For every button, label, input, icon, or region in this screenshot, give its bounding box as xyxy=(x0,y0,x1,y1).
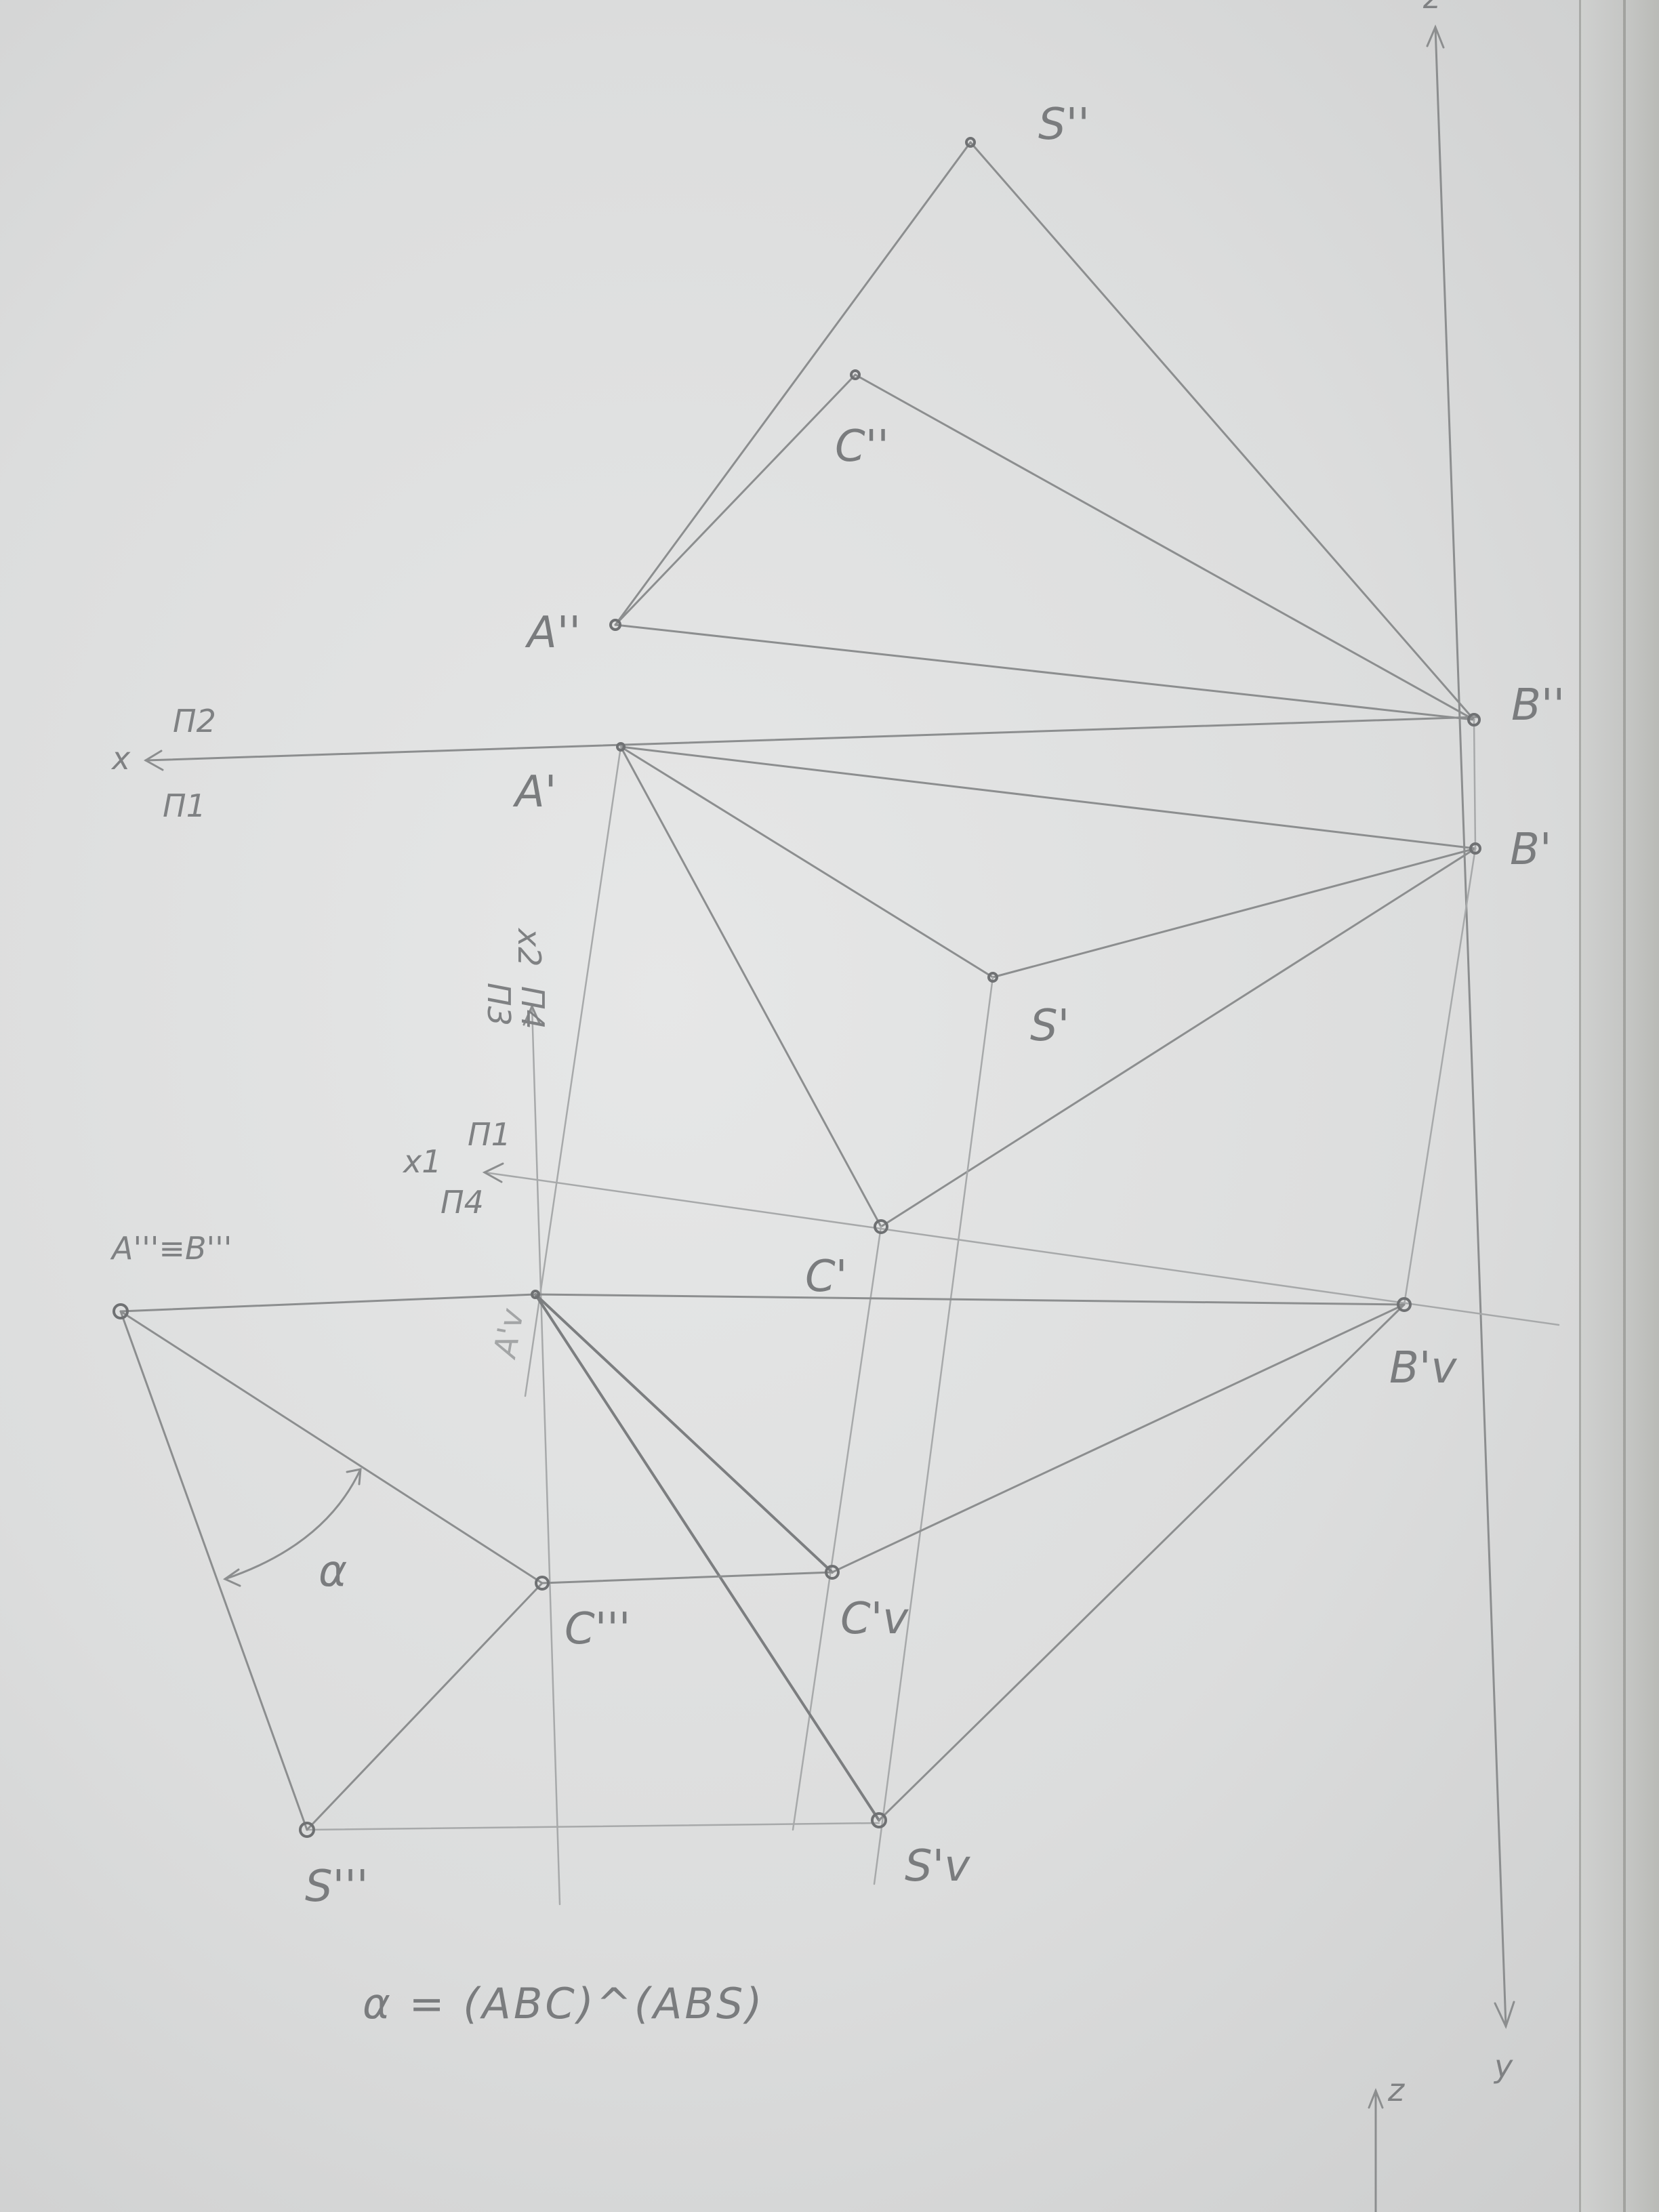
edge-S2-B2 xyxy=(969,141,1475,721)
edge-A1-S1 xyxy=(619,745,994,979)
point-A1 xyxy=(616,742,626,752)
projection-connectors xyxy=(306,718,1477,1885)
connector-B2-B1 xyxy=(1473,718,1477,850)
frontal-projection xyxy=(614,141,1475,721)
point-markers xyxy=(112,137,1481,1838)
edge-C3-C4 xyxy=(541,1571,834,1584)
edge-C3-S3 xyxy=(306,1582,544,1831)
edge-C2-B2 xyxy=(854,373,1475,721)
label-pi1-mid: Π1 xyxy=(468,1116,511,1153)
x2-arrowhead xyxy=(523,1004,541,1026)
edge-C1-B1 xyxy=(880,847,1477,1228)
label-B4: B'v xyxy=(1389,1343,1458,1393)
angle-formula: α = (ABC)^(ABS) xyxy=(363,1979,764,2028)
label-C3: C''' xyxy=(565,1604,630,1654)
connector-A1-A4 xyxy=(524,745,622,1397)
x1-arrowhead xyxy=(482,1162,504,1183)
point-A2 xyxy=(609,619,621,631)
x1-axis-line xyxy=(483,1171,1560,1326)
point-C1 xyxy=(874,1219,888,1234)
edge-C4-B4 xyxy=(831,1303,1406,1574)
y-arrowhead xyxy=(1494,2001,1515,2030)
connector-S3-S4 xyxy=(306,1822,880,1831)
edge-AB3-S3 xyxy=(119,1310,308,1831)
axis-labels: x Π2 Π1 x2 Π3 Π4 x1 Π1 Π4 z y z xyxy=(110,0,1513,2108)
point-C2 xyxy=(850,369,861,380)
axis-arrows xyxy=(144,24,1515,2212)
connector-S1-S4 xyxy=(873,976,994,1885)
sheet-edge xyxy=(1579,0,1659,2212)
edge-AB3-A4 xyxy=(119,1293,537,1313)
label-B1: B' xyxy=(1510,825,1552,875)
edge-A1-B1 xyxy=(619,745,1477,850)
z-y-axis-line xyxy=(1434,26,1507,2028)
label-S2: S'' xyxy=(1038,100,1090,150)
label-C4: C'v xyxy=(840,1594,909,1644)
label-S3: S''' xyxy=(305,1862,368,1912)
point-C3 xyxy=(535,1576,550,1591)
label-x1: x1 xyxy=(402,1143,442,1180)
point-S3 xyxy=(299,1822,315,1838)
label-z-bottom: z xyxy=(1387,2072,1405,2108)
point-A4 xyxy=(531,1290,540,1299)
x2-axis-line xyxy=(531,1005,561,1906)
z-arrowhead xyxy=(1426,24,1445,49)
label-pi3: Π3 xyxy=(480,983,517,1026)
label-C2: C'' xyxy=(835,422,889,472)
pi3-projection xyxy=(119,1293,834,1831)
label-pi1-bottom: Π1 xyxy=(163,787,206,824)
point-S4 xyxy=(871,1812,887,1828)
point-B4 xyxy=(1397,1297,1412,1312)
point-S1 xyxy=(987,972,998,983)
angle-alpha-label: α xyxy=(319,1547,347,1597)
label-A4: A'v xyxy=(486,1306,531,1362)
horizontal-projection xyxy=(619,745,1477,1228)
edge-A2-B2 xyxy=(614,623,1475,721)
edge-A2-C2 xyxy=(614,373,857,626)
label-pi4-upper: Π4 xyxy=(514,986,551,1029)
pi4-projection xyxy=(534,1293,1406,1822)
angle-arc-arrow-top xyxy=(346,1468,362,1486)
edge-A4-S4 xyxy=(534,1293,880,1822)
label-x: x xyxy=(110,740,131,777)
edge-A1-C1 xyxy=(619,745,882,1228)
edge-S4-B4 xyxy=(878,1303,1406,1822)
edge-AB3-C3 xyxy=(119,1310,544,1584)
x-axis-line xyxy=(144,716,1479,762)
label-x2: x2 xyxy=(511,927,548,967)
point-C4 xyxy=(825,1565,840,1580)
edge-A4-B4 xyxy=(534,1293,1406,1306)
label-C1: C' xyxy=(805,1252,847,1302)
point-B1 xyxy=(1469,842,1481,855)
label-z-top: z xyxy=(1422,0,1440,16)
label-pi4-lower: Π4 xyxy=(441,1184,484,1221)
label-AB3: A'''≡B''' xyxy=(110,1230,232,1267)
point-labels: S'' C'' A'' B'' A' B' S' C' A'''≡B''' A'… xyxy=(110,100,1565,1912)
point-AB3 xyxy=(112,1303,129,1319)
edge-A4-C4 xyxy=(534,1293,834,1574)
label-y-bottom: y xyxy=(1493,2048,1513,2085)
z-bottom-arrowhead xyxy=(1368,2087,1384,2109)
angle-alpha-arc xyxy=(224,1468,362,1580)
connector-B1-B4 xyxy=(1403,847,1477,1306)
edge-S1-B1 xyxy=(991,847,1477,979)
point-S2 xyxy=(965,137,976,148)
axis-lines xyxy=(144,26,1560,2028)
label-S4: S'v xyxy=(905,1841,970,1891)
label-S1: S' xyxy=(1030,1001,1069,1051)
edge-S2-A2 xyxy=(614,141,972,626)
label-A2: A'' xyxy=(525,608,581,658)
point-B2 xyxy=(1467,713,1481,726)
page-edge-line xyxy=(1623,0,1626,2212)
label-pi2-top: Π2 xyxy=(173,703,216,739)
x-arrowhead xyxy=(144,750,164,771)
connector-C1-C4 xyxy=(792,1225,882,1831)
label-A1: A' xyxy=(512,767,556,817)
label-B2: B'' xyxy=(1511,680,1565,731)
angle-arc-arrow-bottom xyxy=(222,1568,241,1587)
